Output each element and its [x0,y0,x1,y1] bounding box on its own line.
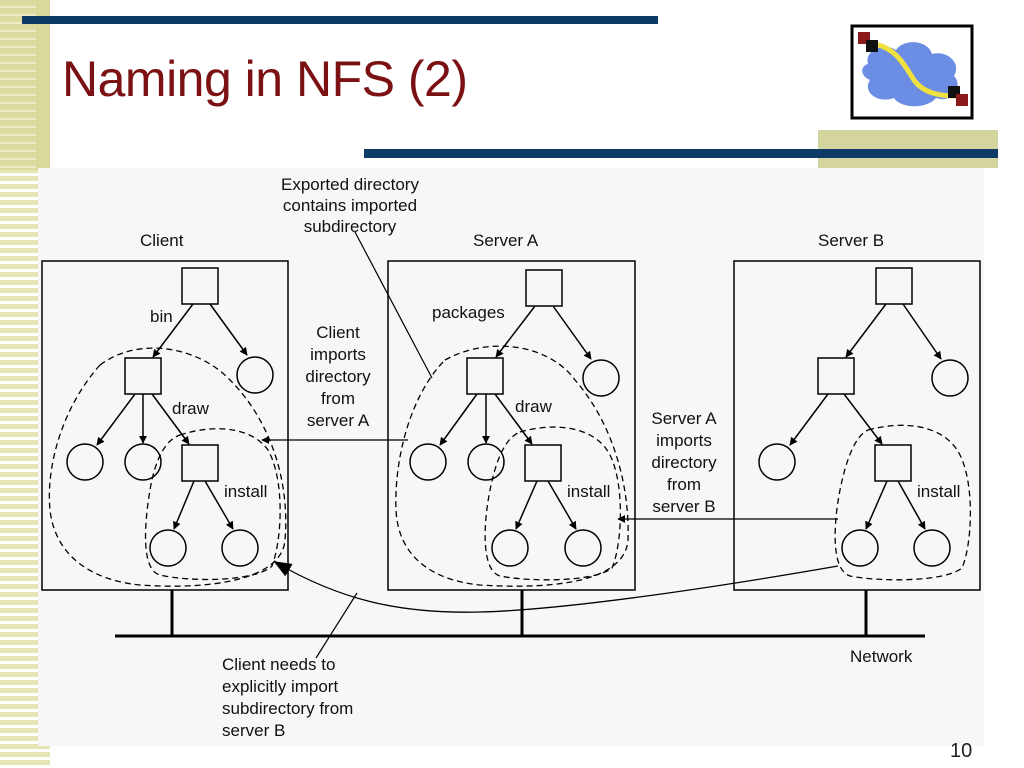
server-a-draw-label: draw [515,397,553,416]
client-install-file-1 [149,529,187,567]
server-b-install-file-2 [913,529,951,567]
server-a-file-1 [409,443,447,481]
page-number: 10 [950,740,973,762]
server-b-machine-box [733,260,981,591]
server-a-machine-box [387,260,636,591]
svg-text:server B: server B [652,497,715,516]
client-file-1 [66,443,104,481]
explicit-import-pointer [315,592,358,659]
client-root-directory [181,267,219,305]
server-a-root-file [582,359,620,397]
server-a-file-2 [467,443,505,481]
server-b-root-file [931,359,969,397]
server-a-imports-note: Server A imports directory from server B [651,409,717,516]
server-a-draw-mount-outline [395,345,629,587]
server-a-machine-label: Server A [473,231,539,250]
client-bin-directory [124,357,162,395]
server-b-directory-2 [874,444,912,482]
svg-text:imports: imports [656,431,712,450]
server-a-root-directory [525,269,563,307]
client-draw-label: draw [172,399,210,418]
exported-directory-note: Exported directory contains imported sub… [281,175,419,236]
svg-text:from: from [667,475,701,494]
svg-text:Client needs to: Client needs to [222,655,335,674]
client-root-file [236,356,274,394]
svg-text:from: from [321,389,355,408]
client-machine-label: Client [140,231,184,250]
client-bin-label: bin [150,307,173,326]
server-b-root-directory [875,267,913,305]
svg-text:Server A: Server A [651,409,717,428]
server-b-machine-label: Server B [818,231,884,250]
svg-text:Exported directory: Exported directory [281,175,419,194]
client-install-mount-outline [144,428,281,581]
client-imports-note: Client imports directory from server A [305,323,371,430]
svg-text:Client: Client [316,323,360,342]
slide-title: Naming in NFS (2) [62,51,468,107]
client-machine-box [41,260,289,591]
client-file-2 [124,443,162,481]
svg-text:subdirectory: subdirectory [304,217,397,236]
server-a-install-file-1 [491,529,529,567]
svg-text:directory: directory [305,367,371,386]
server-b-install-export-outline [834,424,971,581]
network-label: Network [850,647,913,666]
explicit-import-curve [273,561,839,613]
exported-directory-pointer [354,231,433,379]
server-a-packages-label: packages [432,303,505,322]
server-b-directory [817,357,855,395]
client-draw-directory [181,444,219,482]
explicit-import-note: Client needs to explicitly import subdir… [222,655,353,740]
left-stripes-edge [36,0,50,170]
client-install-label: install [224,482,267,501]
svg-text:server A: server A [307,411,370,430]
server-a-draw-directory [524,444,562,482]
svg-text:subdirectory from: subdirectory from [222,699,353,718]
title-underline-rule [364,149,998,158]
client-install-file-2 [221,529,259,567]
nfs-naming-diagram: Network Client bin draw install [41,175,981,740]
svg-text:contains imported: contains imported [283,196,417,215]
server-a-install-mount-outline [484,426,621,581]
server-a-packages-directory [466,357,504,395]
svg-text:explicitly import: explicitly import [222,677,338,696]
diagram-panel: Network Client bin draw install [38,168,984,746]
server-b-file [758,443,796,481]
top-rule [22,16,658,24]
server-a-install-file-2 [564,529,602,567]
svg-text:directory: directory [651,453,717,472]
server-b-install-label: install [917,482,960,501]
svg-text:imports: imports [310,345,366,364]
svg-text:server B: server B [222,721,285,740]
client-draw-mount-outline [48,347,287,587]
server-a-install-label: install [567,482,610,501]
network-cloud-logo-icon [850,24,974,120]
server-b-install-file-1 [841,529,879,567]
